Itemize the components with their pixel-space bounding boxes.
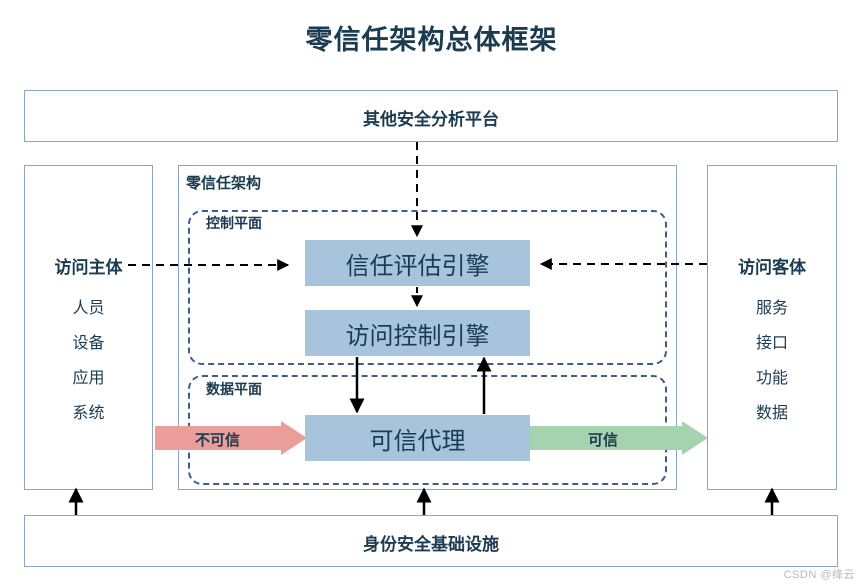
- trusted-flow-arrow: 可信: [528, 421, 708, 455]
- other-security-analysis-platform-box: 其他安全分析平台: [24, 90, 838, 142]
- list-item: 设备: [72, 335, 105, 352]
- list-item: 系统: [72, 405, 105, 422]
- trust-evaluation-engine-box: 信任评估引擎: [305, 240, 530, 286]
- identity-security-infrastructure-label: 身份安全基础设施: [363, 535, 499, 554]
- access-subject-heading: 访问主体: [54, 258, 123, 277]
- identity-security-infrastructure-box: 身份安全基础设施: [24, 515, 838, 567]
- list-item: 服务: [755, 300, 788, 317]
- access-object-panel: 访问客体 服务 接口 功能 数据: [707, 165, 837, 490]
- access-control-engine-box: 访问控制引擎: [305, 310, 530, 356]
- control-plane-label: 控制平面: [203, 213, 265, 233]
- watermark: CSDN @绛云: [783, 569, 855, 581]
- page-title: 零信任架构总体框架: [305, 25, 558, 55]
- access-object-list: 服务 接口 功能 数据: [708, 291, 836, 431]
- other-security-analysis-platform-label: 其他安全分析平台: [363, 110, 499, 129]
- trusted-proxy-box: 可信代理: [305, 415, 530, 461]
- trusted-label: 可信: [588, 432, 619, 449]
- untrusted-arrow-shaft: [155, 426, 281, 450]
- trusted-arrow-head: [682, 421, 708, 455]
- access-subject-panel: 访问主体 人员 设备 应用 系统: [24, 165, 153, 490]
- untrusted-arrow-head: [281, 421, 307, 455]
- list-item: 人员: [72, 300, 105, 317]
- list-item: 应用: [72, 370, 105, 387]
- list-item: 功能: [755, 370, 788, 387]
- list-item: 数据: [755, 405, 788, 422]
- untrusted-flow-arrow: 不可信: [155, 421, 307, 455]
- access-subject-list: 人员 设备 应用 系统: [25, 291, 152, 431]
- zero-trust-architecture-label: 零信任架构: [186, 175, 262, 192]
- data-plane-label: 数据平面: [203, 379, 265, 399]
- control-plane-box: [188, 210, 667, 365]
- list-item: 接口: [755, 335, 788, 352]
- access-object-heading: 访问客体: [738, 258, 806, 277]
- trusted-arrow-shaft: [528, 426, 682, 450]
- untrusted-label: 不可信: [195, 432, 241, 449]
